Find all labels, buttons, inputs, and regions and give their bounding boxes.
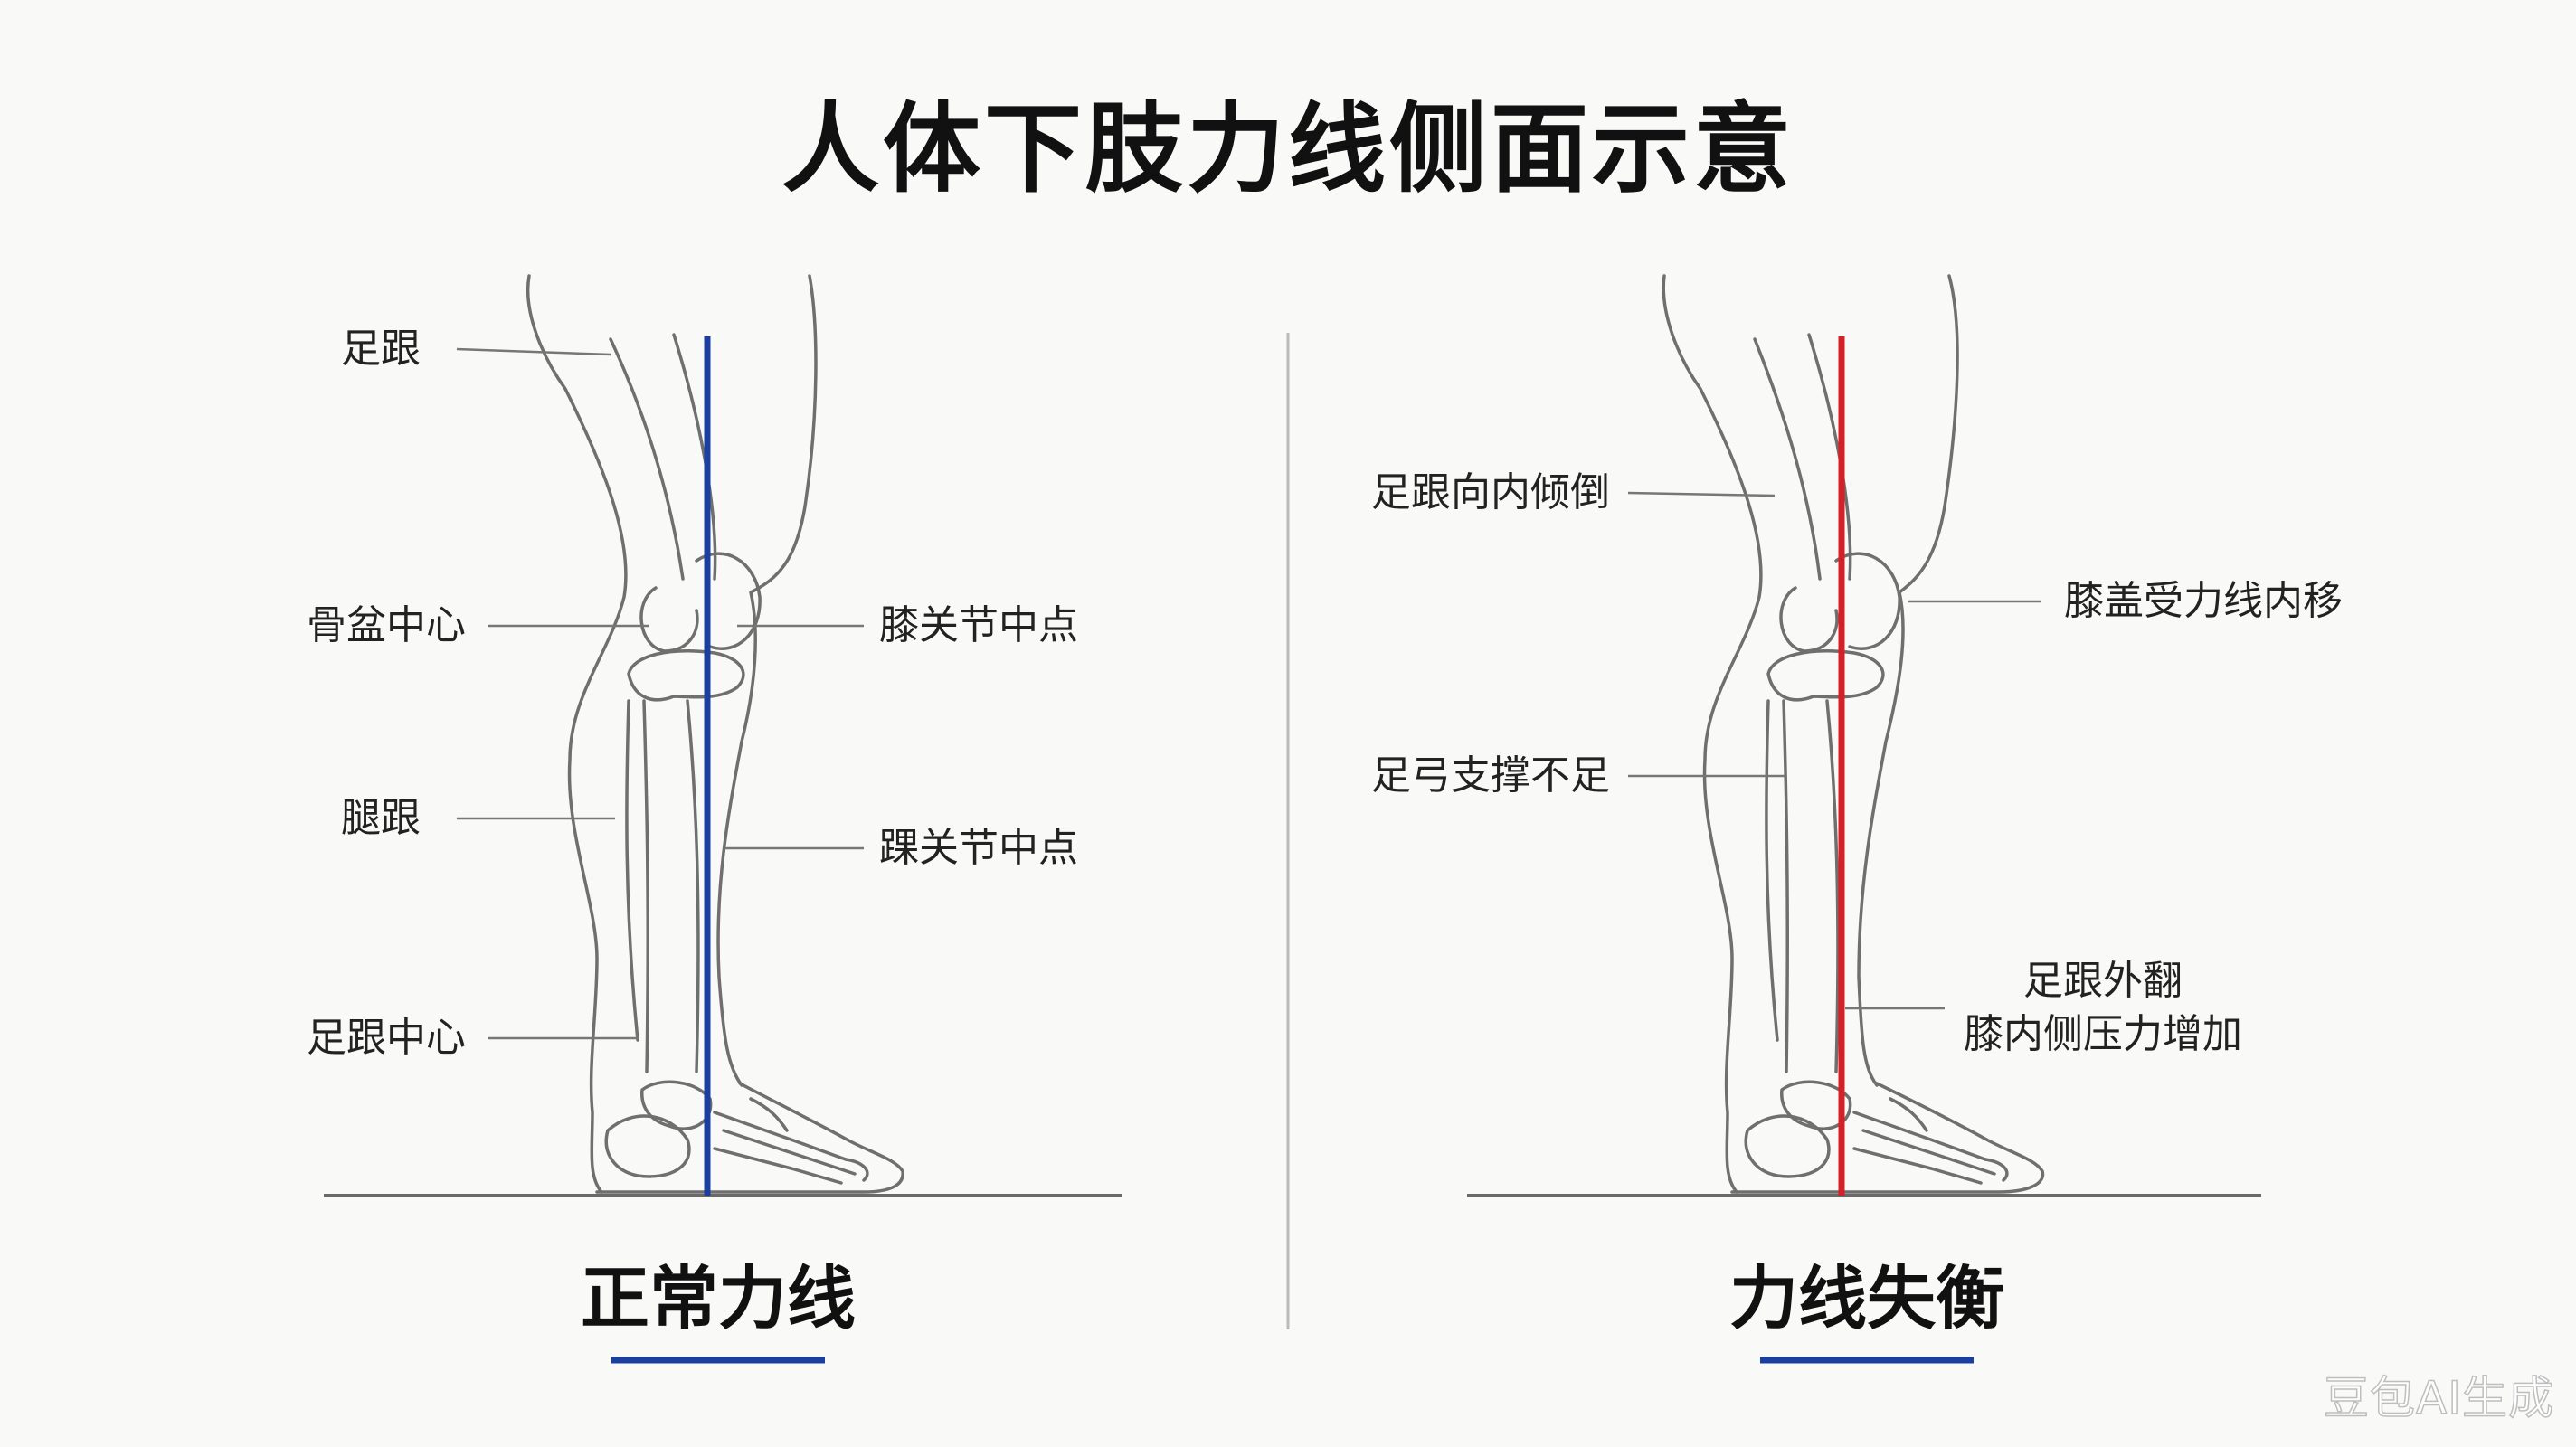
label-heel-center: 足跟中心 (307, 1015, 466, 1061)
label-heel-tilt-inward: 足跟向内倾倒 (1371, 469, 1610, 515)
label-heel-valgus: 足跟外翻 (2023, 958, 2183, 1004)
label-knee-midpoint: 膝关节中点 (879, 602, 1078, 648)
label-pelvis-center: 骨盆中心 (307, 602, 466, 648)
leg-right (1662, 274, 2045, 1194)
page-title: 人体下肢力线侧面示意 (781, 93, 1795, 206)
leaders-left (456, 347, 864, 1040)
label-medial-knee-pressure: 膝内侧压力增加 (1964, 1011, 2242, 1057)
watermark: 豆包AI生成 (2323, 1371, 2554, 1425)
label-heel: 足跟 (341, 326, 421, 372)
label-ankle-midpoint: 踝关节中点 (879, 825, 1078, 871)
leg-left (526, 274, 904, 1194)
label-leg-heel: 腿跟 (341, 795, 421, 841)
caption-normal-force-line: 正常力线 (581, 1258, 856, 1338)
label-knee-force-inward: 膝盖受力线内移 (2064, 578, 2343, 624)
label-arch-support-insufficient: 足弓支撑不足 (1371, 752, 1610, 799)
caption-force-line-imbalance: 力线失衡 (1729, 1258, 2004, 1338)
leaders-right (1627, 491, 2041, 1010)
